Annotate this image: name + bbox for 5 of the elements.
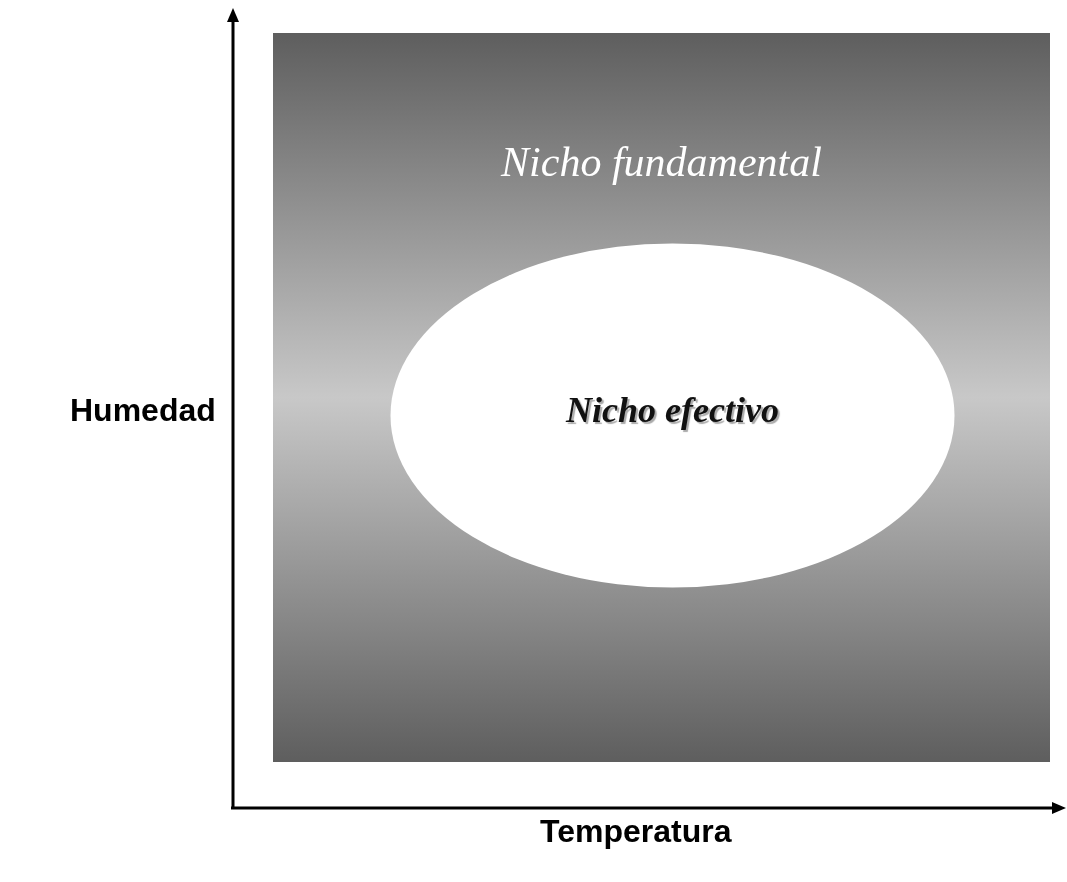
axis-label: Temperatura bbox=[540, 813, 732, 850]
axis-label: Humedad bbox=[70, 392, 216, 429]
gradient-square bbox=[273, 33, 1050, 762]
node-text: Nicho fundamental bbox=[499, 138, 823, 186]
node-text: Nicho efectivo bbox=[564, 389, 780, 431]
